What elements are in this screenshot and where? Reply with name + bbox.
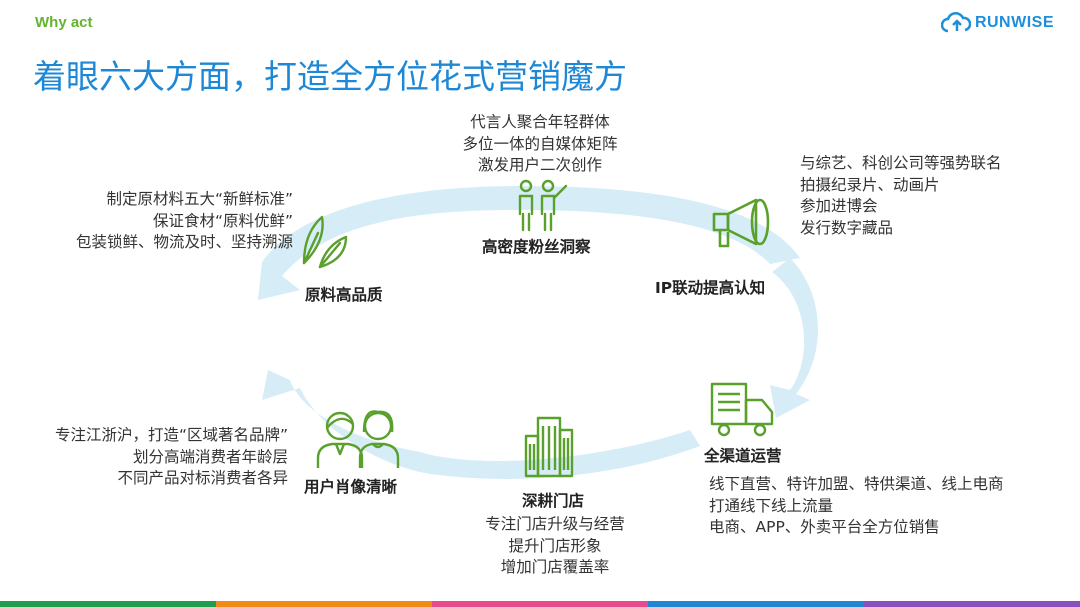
fans-description: 代言人聚合年轻群体 多位一体的自媒体矩阵 激发用户二次创作 (430, 112, 650, 177)
bar-segment (864, 601, 1080, 607)
section-tag: Why act (35, 14, 93, 31)
desc-line: 线下直营、特许加盟、特供渠道、线上电商 (709, 475, 1004, 493)
desc-line: 提升门店形象 (508, 536, 602, 555)
desc-line: 保证食材“原料优鲜” (152, 211, 293, 230)
desc-line: 电商、APP、外卖平台全方位销售 (709, 518, 940, 536)
desc-line: 增加门店覆盖率 (500, 558, 610, 576)
cloud-logo-icon (940, 12, 971, 33)
desc-line: 激发用户二次创作 (477, 156, 602, 174)
ip-description: 与综艺、科创公司等强势联名 拍摄纪录片、动画片 参加进博会 发行数字藏品 (800, 153, 1002, 239)
desc-line: 发行数字藏品 (800, 218, 894, 237)
buildings-icon (524, 416, 574, 478)
brand-logo: RUNWISE (940, 12, 1054, 34)
store-label: 深耕门店 (522, 492, 585, 510)
megaphone-icon (712, 198, 770, 248)
ring-arrow-bottom (262, 370, 700, 479)
bar-segment (216, 601, 432, 607)
desc-line: 与综艺、科创公司等强势联名 (800, 154, 1002, 172)
persona-label: 用户肖像清晰 (304, 478, 398, 496)
fans-label: 高密度粉丝洞察 (482, 238, 591, 256)
desc-line: 拍摄纪录片、动画片 (800, 175, 940, 194)
bar-segment (648, 601, 864, 607)
users-icon (316, 410, 400, 468)
desc-line: 专注门店升级与经营 (485, 515, 625, 533)
desc-line: 不同产品对标消费者各异 (117, 469, 288, 487)
people-pointing-icon (518, 179, 568, 232)
ring-arrow-right (770, 258, 819, 418)
desc-line: 多位一体的自媒体矩阵 (462, 134, 618, 153)
persona-description: 专注江浙沪，打造“区域著名品牌” 划分高端消费者年龄层 不同产品对标消费者各异 (10, 425, 288, 490)
ring-arrow-top (258, 186, 800, 300)
brand-name: RUNWISE (974, 14, 1054, 31)
quality-description: 制定原材料五大“新鲜标准” 保证食材“原料优鲜” 包装锁鲜、物流及时、坚持溯源 (20, 189, 293, 254)
ip-label: IP联动提高认知 (655, 279, 766, 297)
page-title: 着眼六大方面，打造全方位花式营销魔方 (33, 57, 627, 96)
desc-line: 包装锁鲜、物流及时、坚持溯源 (75, 233, 293, 251)
desc-line: 打通线下线上流量 (709, 496, 834, 515)
store-description: 专注门店升级与经营 提升门店形象 增加门店覆盖率 (445, 514, 665, 579)
desc-line: 代言人聚合年轻群体 (470, 113, 610, 131)
delivery-truck-icon (710, 382, 774, 437)
channel-label: 全渠道运营 (704, 447, 782, 465)
bottom-color-bar (0, 601, 1080, 607)
quality-label: 原料高品质 (305, 286, 383, 304)
desc-line: 划分高端消费者年龄层 (132, 447, 288, 466)
channel-description: 线下直营、特许加盟、特供渠道、线上电商 打通线下线上流量 电商、APP、外卖平台… (709, 474, 1004, 539)
bar-segment (432, 601, 648, 607)
desc-line: 专注江浙沪，打造“区域著名品牌” (54, 426, 288, 444)
leaf-icon (302, 215, 348, 269)
bar-segment (0, 601, 216, 607)
desc-line: 参加进博会 (800, 197, 878, 215)
desc-line: 制定原材料五大“新鲜标准” (106, 190, 293, 208)
